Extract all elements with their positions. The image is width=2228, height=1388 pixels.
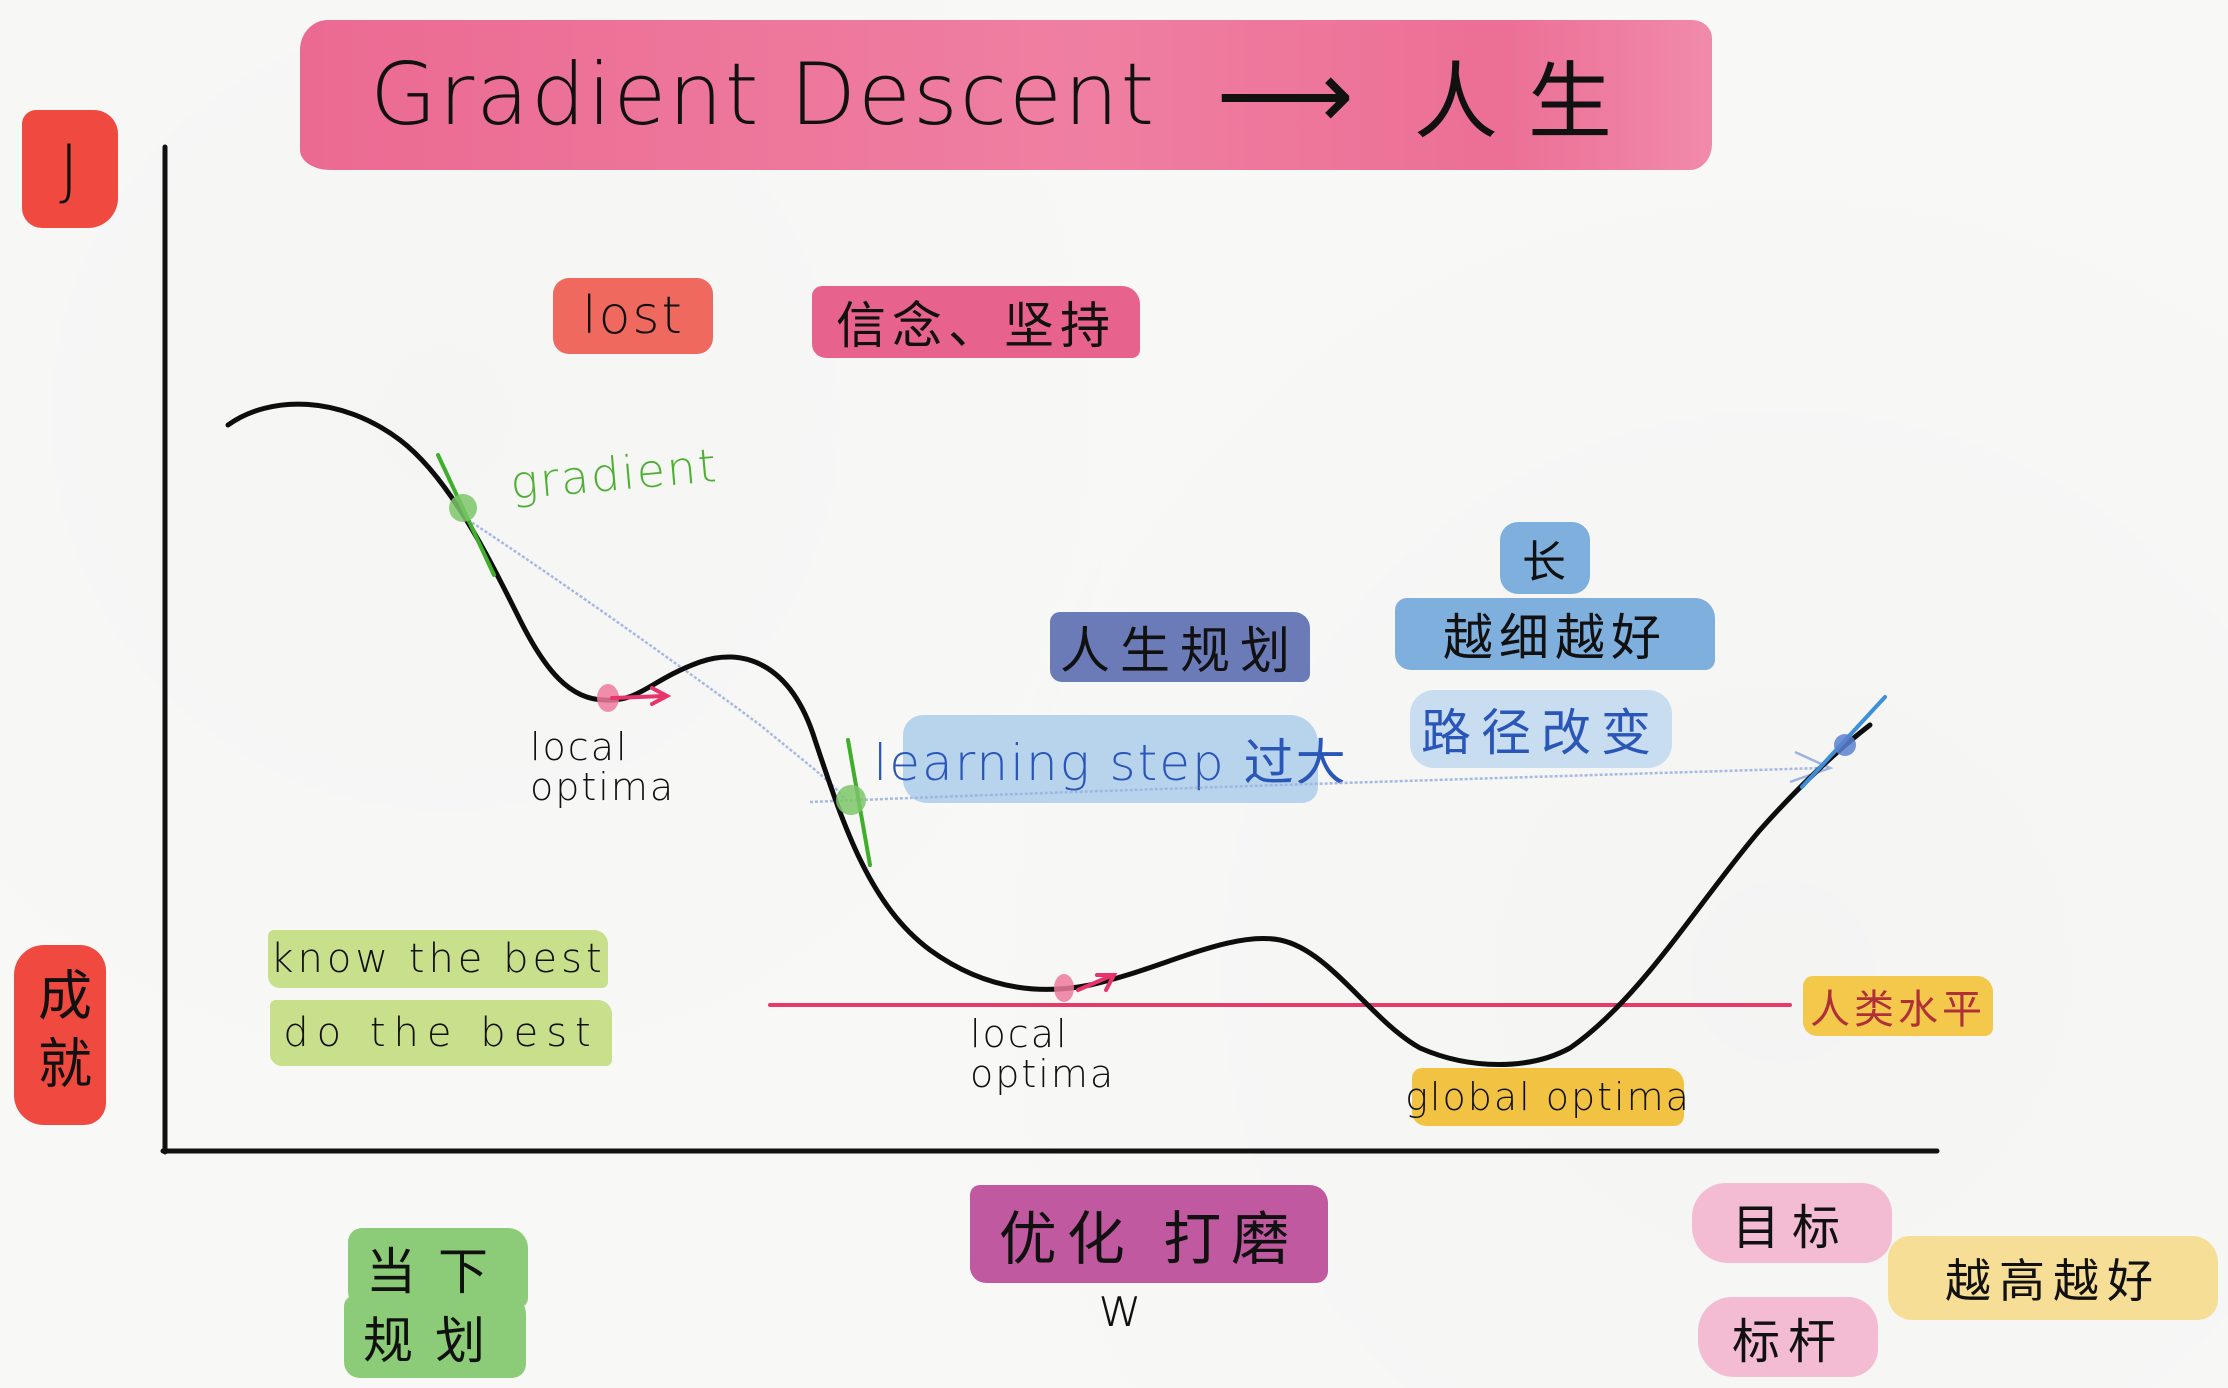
escape-arrow-2-icon xyxy=(1076,973,1118,992)
y-axis-label: J xyxy=(22,110,118,228)
local-optima-1-label: local optima xyxy=(530,725,676,809)
note-finer-better: 越细越好 xyxy=(1395,598,1715,670)
overshoot-point-marker xyxy=(1834,734,1856,756)
note-learning-step: learning step 过大 xyxy=(873,715,1346,803)
note-present: 当下 xyxy=(348,1228,528,1308)
note-human-level: 人类水平 xyxy=(1803,976,1993,1036)
cost-curve xyxy=(225,401,1873,1067)
y-axis-meaning: 成就 xyxy=(14,945,106,1125)
note-life-plan: 人生规划 xyxy=(1050,612,1310,682)
note-long: 长 xyxy=(1500,522,1590,594)
note-higher-better: 越高越好 xyxy=(1888,1236,2218,1320)
title-arrow-icon: ⟶ xyxy=(1216,39,1354,151)
note-do-best: do the best xyxy=(270,1000,612,1066)
x-axis-label: w xyxy=(1098,1276,1145,1339)
escape-arrow-1-icon xyxy=(610,686,672,706)
title-right: 人生 xyxy=(1413,52,1642,151)
local-optima-2-label: local optima xyxy=(970,1012,1116,1096)
step-point-marker xyxy=(836,785,866,815)
note-target: 目标 xyxy=(1692,1183,1892,1263)
overshoot-trajectory xyxy=(809,766,1821,804)
local-optima-2-marker xyxy=(1054,974,1074,1002)
note-global-optima: global optima xyxy=(1405,1068,1689,1126)
arrowhead-icon xyxy=(1789,750,1834,784)
note-plan: 规划 xyxy=(344,1296,526,1378)
title-banner: Gradient Descent ⟶ 人生 xyxy=(300,20,1712,170)
note-belief: 信念、坚持 xyxy=(812,286,1140,358)
local-optima-1-marker xyxy=(597,684,619,712)
note-know-best: know the best xyxy=(268,930,608,988)
title-left: Gradient Descent xyxy=(370,45,1157,145)
note-benchmark: 标杆 xyxy=(1698,1297,1878,1377)
note-lost: lost xyxy=(553,278,713,354)
gradient-point-marker xyxy=(449,494,477,522)
step-trajectory xyxy=(467,518,847,801)
note-path-change: 路径改变 xyxy=(1410,690,1672,768)
x-axis-meaning: 优化 打磨 xyxy=(970,1185,1328,1283)
